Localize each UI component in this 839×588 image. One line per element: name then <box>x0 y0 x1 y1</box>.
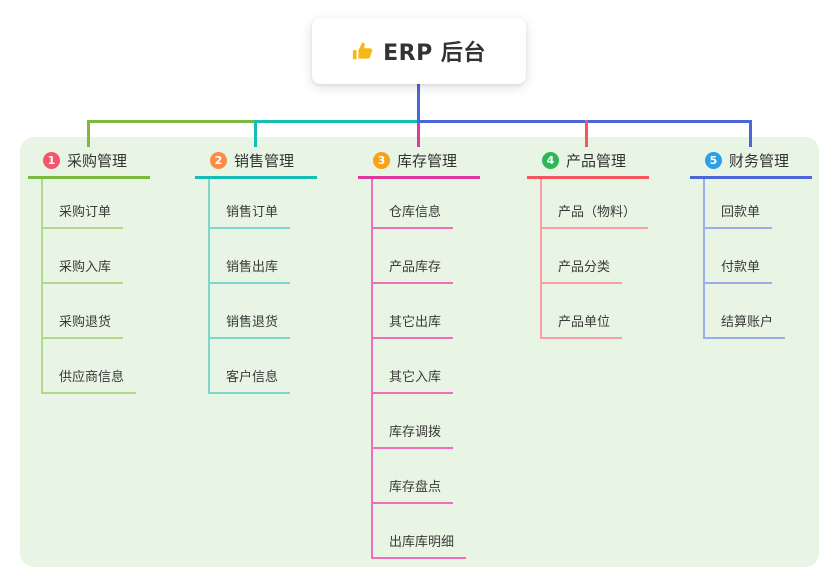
branch-header: 1 采购管理 <box>28 148 150 172</box>
branch-inventory: 3 库存管理 仓库信息 产品库存 其它出库 其它入库 库存调拨 库存盘点 出库库… <box>358 148 480 559</box>
branch-children: 采购订单 采购入库 采购退货 供应商信息 <box>41 179 137 394</box>
child-label: 库存盘点 <box>373 476 454 504</box>
branch-underline <box>358 176 480 179</box>
child-label: 其它出库 <box>373 311 454 339</box>
branch-finance: 5 财务管理 回款单 付款单 结算账户 <box>690 148 812 339</box>
branch-title: 财务管理 <box>729 151 790 170</box>
child-node: 供应商信息 <box>43 339 137 394</box>
branch-number-badge: 5 <box>705 151 722 169</box>
child-node: 库存盘点 <box>373 449 466 504</box>
child-label: 库存调拨 <box>373 421 454 449</box>
branch-underline <box>195 176 317 179</box>
child-node: 销售出库 <box>210 229 291 284</box>
branch-header: 2 销售管理 <box>195 148 317 172</box>
branch-underline <box>527 176 649 179</box>
child-node: 销售订单 <box>210 179 291 229</box>
branch-title: 销售管理 <box>234 151 295 170</box>
child-node: 采购入库 <box>43 229 136 284</box>
child-node: 库存调拨 <box>373 394 466 449</box>
child-node: 回款单 <box>705 179 785 229</box>
child-label: 销售订单 <box>210 201 291 229</box>
branch-header: 4 产品管理 <box>527 148 649 172</box>
connector-bus-teal <box>254 120 418 123</box>
branch-number-badge: 4 <box>542 151 559 169</box>
root-title: ERP 后台 <box>383 41 486 66</box>
child-label: 出库库明细 <box>373 531 467 559</box>
branch-underline <box>28 176 150 179</box>
branch-product: 4 产品管理 产品（物料） 产品分类 产品单位 <box>527 148 649 339</box>
child-node: 结算账户 <box>705 284 786 339</box>
branch-number-badge: 2 <box>210 151 227 169</box>
child-node: 出库库明细 <box>373 504 467 559</box>
child-node: 采购退货 <box>43 284 136 339</box>
child-node: 采购订单 <box>43 179 136 229</box>
branch-title: 产品管理 <box>566 151 627 170</box>
branch-children: 仓库信息 产品库存 其它出库 其它入库 库存调拨 库存盘点 出库库明细 <box>371 179 467 559</box>
child-label: 产品分类 <box>542 256 623 284</box>
connector-drop-branch2 <box>254 120 257 147</box>
child-label: 采购退货 <box>43 311 124 339</box>
child-node: 其它出库 <box>373 284 466 339</box>
child-node: 产品分类 <box>542 229 648 284</box>
child-label: 产品库存 <box>373 256 454 284</box>
child-node: 其它入库 <box>373 339 466 394</box>
child-label: 采购订单 <box>43 201 124 229</box>
connector-drop-branch5 <box>749 120 752 147</box>
child-label: 仓库信息 <box>373 201 454 229</box>
child-node: 仓库信息 <box>373 179 466 229</box>
child-label: 产品（物料） <box>542 201 649 229</box>
branch-header: 5 财务管理 <box>690 148 812 172</box>
child-node: 付款单 <box>705 229 785 284</box>
branch-header: 3 库存管理 <box>358 148 480 172</box>
thumbs-up-icon <box>353 42 373 60</box>
connector-drop-branch4 <box>585 120 588 147</box>
child-label: 采购入库 <box>43 256 124 284</box>
root-node: ERP 后台 <box>312 18 526 84</box>
branch-purchase: 1 采购管理 采购订单 采购入库 采购退货 供应商信息 <box>28 148 150 394</box>
branch-children: 回款单 付款单 结算账户 <box>703 179 786 339</box>
child-node: 产品库存 <box>373 229 466 284</box>
child-label: 回款单 <box>705 201 773 229</box>
child-label: 付款单 <box>705 256 773 284</box>
child-label: 销售出库 <box>210 256 291 284</box>
child-node: 客户信息 <box>210 339 291 394</box>
child-node: 产品（物料） <box>542 179 649 229</box>
branch-number-badge: 3 <box>373 151 390 169</box>
child-label: 结算账户 <box>705 311 786 339</box>
child-node: 产品单位 <box>542 284 648 339</box>
connector-drop-branch1 <box>87 120 90 147</box>
branch-title: 库存管理 <box>397 151 458 170</box>
branch-number-badge: 1 <box>43 151 60 169</box>
branch-children: 产品（物料） 产品分类 产品单位 <box>540 179 649 339</box>
child-label: 供应商信息 <box>43 366 137 394</box>
child-node: 销售退货 <box>210 284 291 339</box>
child-label: 产品单位 <box>542 311 623 339</box>
branch-children: 销售订单 销售出库 销售退货 客户信息 <box>208 179 291 394</box>
branch-title: 采购管理 <box>67 151 128 170</box>
child-label: 其它入库 <box>373 366 454 394</box>
branch-underline <box>690 176 812 179</box>
child-label: 销售退货 <box>210 311 291 339</box>
connector-root-line <box>417 84 420 123</box>
connector-bus-green <box>87 120 254 123</box>
connector-drop-branch3 <box>417 116 420 147</box>
child-label: 客户信息 <box>210 366 291 394</box>
mindmap-panel <box>20 137 819 567</box>
branches-layer: 1 采购管理 采购订单 采购入库 采购退货 供应商信息 2 销售管理 销售订单 … <box>20 137 819 567</box>
branch-sales: 2 销售管理 销售订单 销售出库 销售退货 客户信息 <box>195 148 317 394</box>
